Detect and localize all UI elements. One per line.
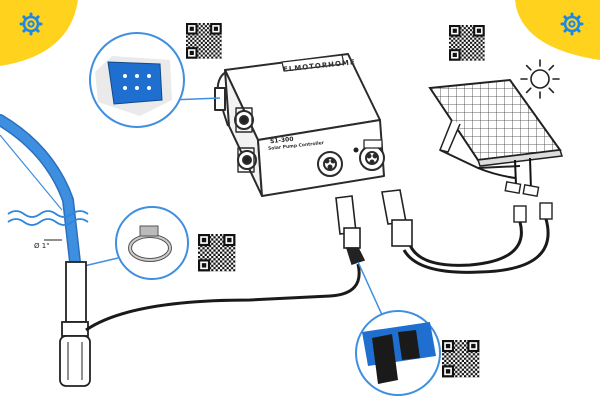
qr-code-icon[interactable] — [442, 340, 480, 378]
detail-led-panel — [89, 32, 221, 128]
detail-hose-clamp — [83, 206, 189, 280]
connector-solar — [381, 189, 413, 247]
solar-panel — [428, 78, 564, 223]
qr-code-icon[interactable] — [449, 25, 485, 61]
water-pipe — [0, 114, 81, 268]
corner-yellow-left — [0, 0, 78, 66]
water-waves-icon — [7, 210, 89, 226]
pipe-diameter-label: Ø 1" — [34, 242, 50, 250]
cable-panel-link — [477, 167, 516, 179]
cable-solar — [408, 221, 523, 267]
qr-code-icon[interactable] — [198, 234, 236, 272]
corner-yellow-right — [515, 0, 600, 60]
connector-pump — [335, 195, 366, 266]
cable-pump — [85, 263, 361, 332]
qr-code-icon[interactable] — [186, 23, 222, 59]
detail-connector — [355, 310, 441, 396]
sun-icon — [520, 59, 560, 99]
cable-solar — [402, 218, 550, 274]
pump-controller — [214, 53, 385, 197]
submersible-pump — [59, 261, 91, 387]
